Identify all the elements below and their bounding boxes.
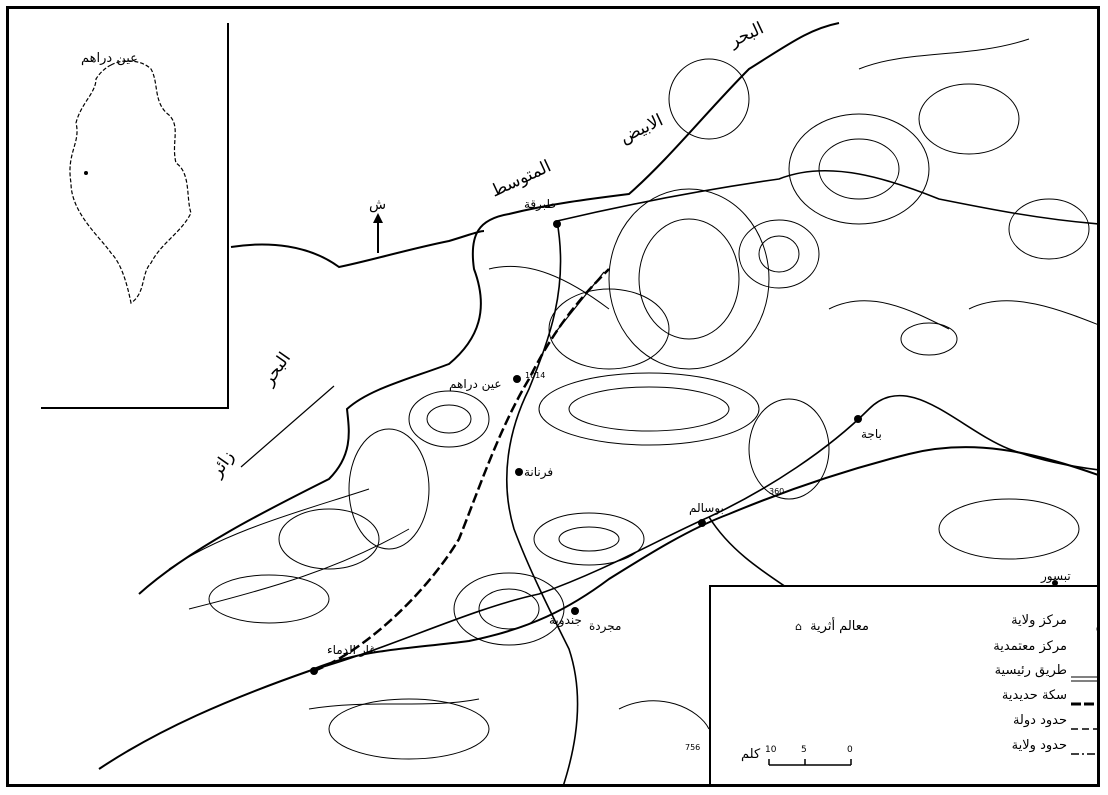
inset-map: عين دراهم: [41, 23, 229, 409]
spot-height: 756: [685, 743, 701, 752]
sea-label-line: [240, 385, 335, 468]
river: [98, 446, 1097, 770]
road: [506, 220, 579, 784]
tunisia-outline: [69, 60, 192, 304]
place-ghardimaou: غار الدماء: [327, 643, 376, 657]
place-beja: باجة: [861, 427, 882, 441]
spot-height: 1014: [525, 371, 546, 380]
arrow-up-icon: [372, 213, 383, 253]
wilaya-center-icon: [1071, 619, 1097, 632]
place-ain-draham: عين دراهم: [449, 377, 502, 391]
road: [308, 394, 1097, 672]
legend-main-road: طريق رئيسية: [994, 663, 1067, 678]
contour-lines: [168, 38, 1097, 760]
heritage-icon: ⌂: [795, 620, 803, 633]
spot-height: 360: [769, 487, 785, 496]
sea-label-line: [554, 271, 605, 334]
railway: [313, 268, 610, 673]
place-testour: تبسور: [1041, 569, 1071, 583]
scale-unit: كلم: [741, 747, 761, 762]
legend-wilaya-border: حدود ولاية: [1011, 738, 1067, 753]
north-arrow: ش: [369, 197, 386, 257]
topographic-map: [98, 22, 1097, 784]
state-border-symbol: [1071, 719, 1097, 730]
legend-delegation-center: مركز معتمدية: [993, 639, 1067, 654]
road: [708, 516, 790, 590]
legend-state-border: حدود دولة: [1012, 713, 1067, 728]
place-medjerda: مجردة: [589, 619, 622, 633]
north-label: ش: [369, 197, 387, 213]
place-fernana: فرنانة: [524, 465, 554, 479]
place-bousalem: بوسالم: [689, 501, 724, 515]
railway-symbol: [1071, 694, 1097, 706]
map-frame: البحر الابيض المتوسط البحر زائر طبرقة عي…: [6, 6, 1100, 787]
wilaya-border-symbol: [1071, 744, 1097, 755]
main-road-symbol: [1071, 669, 1097, 682]
delegation-center-icon: [1071, 645, 1097, 655]
scale-tick-label: 5: [801, 745, 807, 755]
legend-wilaya-center: مركز ولاية: [1011, 613, 1067, 628]
scale-tick-label: 10: [765, 745, 777, 755]
road: [556, 169, 1097, 225]
coastline: [138, 22, 840, 595]
legend: معالم أثرية ⌂ مركز ولاية مركز معتمدية طر…: [709, 585, 1097, 784]
city-markers: [310, 220, 1058, 675]
inset-title: عين دراهم: [81, 51, 138, 66]
legend-railway: سكة حديدية: [1001, 688, 1067, 703]
scale-bar: كلم 10 5 0: [741, 745, 861, 775]
legend-heritage: معالم أثرية ⌂: [795, 619, 869, 634]
coast-west: [230, 230, 485, 269]
scale-tick-label: 0: [847, 745, 853, 755]
place-tabarka: طبرقة: [524, 197, 556, 211]
place-jendouba: جندوبة: [549, 613, 582, 627]
